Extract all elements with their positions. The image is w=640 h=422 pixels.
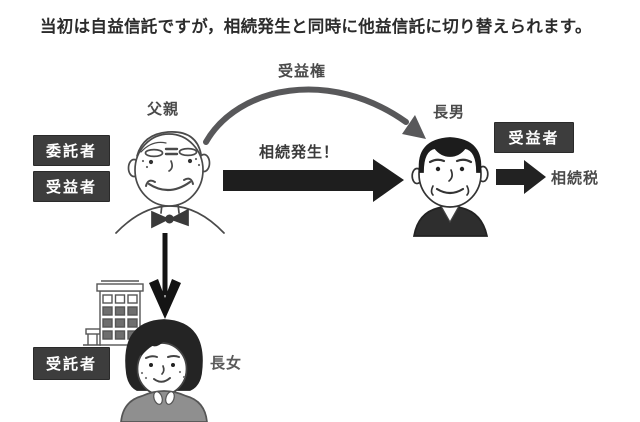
beneficiary-badge-new: 受益者	[494, 122, 574, 153]
trustee-arrow-icon	[149, 216, 181, 319]
eldest-son-label: 長男	[433, 104, 466, 121]
inheritance-arrow-icon	[223, 159, 404, 202]
father-icon	[115, 131, 225, 234]
trustee-badge: 受託者	[33, 347, 110, 380]
daughter-icon	[120, 319, 208, 422]
beneficiary-right-label: 受益権	[278, 63, 327, 80]
son-icon	[411, 137, 489, 237]
father-label: 父親	[147, 101, 180, 118]
beneficiary-right-arrow-icon	[203, 86, 426, 145]
diagram-heading: 当初は自益信託ですが，相続発生と同時に他益信託に切り替えられます。	[40, 18, 592, 36]
inheritance-event-label: 相続発生！	[259, 144, 340, 161]
inheritance-tax-label: 相続税	[551, 170, 600, 187]
settlor-badge: 委託者	[33, 135, 110, 166]
tax-arrow-icon	[496, 160, 546, 194]
beneficiary-badge-initial: 受益者	[33, 171, 110, 202]
eldest-daughter-label: 長女	[210, 355, 243, 372]
